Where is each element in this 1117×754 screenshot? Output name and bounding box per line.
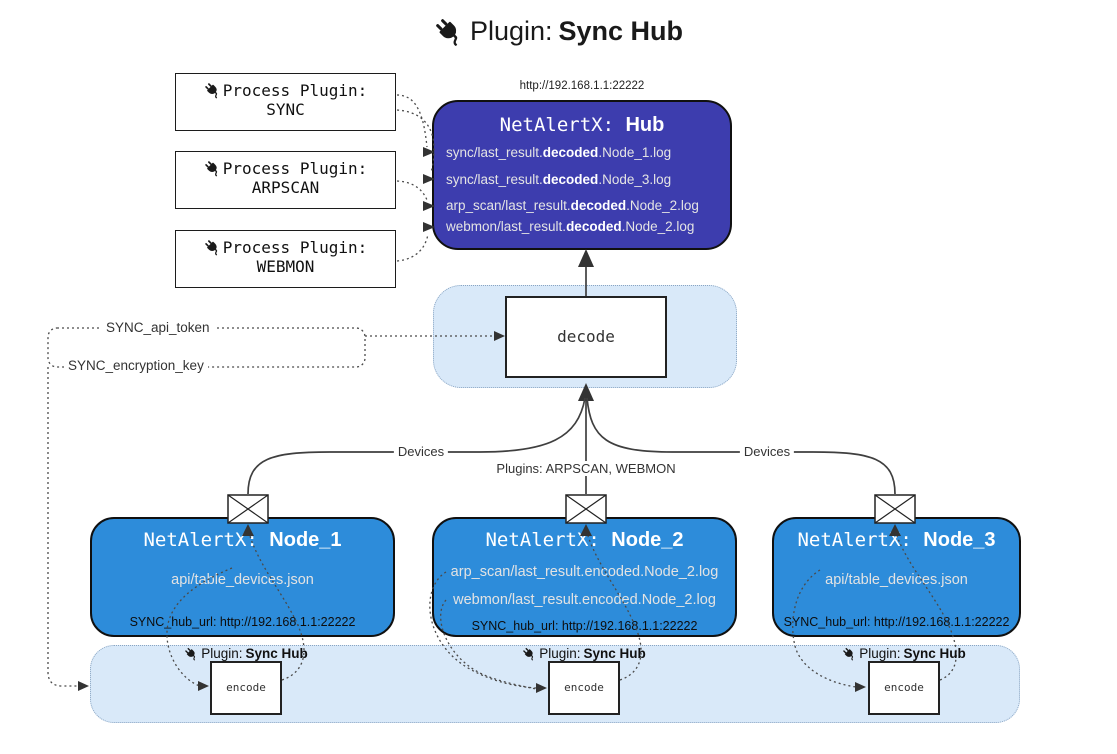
node-hub-url: SYNC_hub_url: http://192.168.1.1:22222: [129, 615, 356, 629]
node-file: webmon/last_result.encoded.Node_2.log: [453, 592, 716, 608]
hub-title-prefix: NetAlertX:: [499, 114, 626, 136]
devices-left-label: Devices: [393, 444, 449, 459]
title-prefix: Plugin:: [469, 16, 553, 46]
node-title: NetAlertX: Node_3: [797, 529, 996, 551]
sync-api-token-label: SYNC_api_token: [102, 320, 214, 335]
page-title: Plugin: Sync Hub: [0, 16, 1117, 47]
process-plugin-box-arpscan: Process Plugin: ARPSCAN: [175, 151, 396, 209]
node-file: api/table_devices.json: [171, 572, 314, 588]
hub-url-label: http://192.168.1.1:22222: [519, 80, 645, 92]
plugin-to-hub-connectors: [396, 94, 435, 262]
hub-title-name: Hub: [625, 114, 665, 136]
node-3-box: NetAlertX: Node_3 api/table_devices.json…: [772, 517, 1021, 637]
devices-right-label: Devices: [739, 444, 795, 459]
hub-box: NetAlertX: Hub sync/last_result.decoded.…: [432, 100, 732, 250]
decode-box: decode: [505, 296, 667, 378]
encode-box-3: encode: [868, 661, 940, 715]
process-plugin-label: Process Plugin:: [222, 159, 368, 178]
encode-box-1: encode: [210, 661, 282, 715]
node-1-box: NetAlertX: Node_1 api/table_devices.json…: [90, 517, 395, 637]
encoder-label-2: Plugin: Sync Hub: [522, 646, 646, 661]
node-hub-url: SYNC_hub_url: http://192.168.1.1:22222: [783, 615, 1010, 629]
hub-log-line: arp_scan/last_result.decoded.Node_2.log: [446, 198, 699, 213]
encoder-label-1: Plugin: Sync Hub: [184, 646, 308, 661]
node-file: arp_scan/last_result.encoded.Node_2.log: [450, 564, 719, 580]
sync-encryption-key-label: SYNC_encryption_key: [64, 358, 208, 373]
node-title: NetAlertX: Node_2: [485, 529, 684, 551]
plugins-center-label: Plugins: ARPSCAN, WEBMON: [492, 461, 680, 476]
plug-icon: [204, 82, 221, 99]
arrow-nodes-to-decode: [247, 383, 896, 495]
title-name: Sync Hub: [558, 16, 684, 46]
node-title: NetAlertX: Node_1: [143, 529, 342, 551]
plug-icon: [184, 647, 198, 661]
encode-box-2: encode: [548, 661, 620, 715]
hub-title: NetAlertX: Hub: [434, 114, 730, 137]
hub-log-line: webmon/last_result.decoded.Node_2.log: [446, 219, 695, 234]
plug-icon: [204, 160, 221, 177]
process-plugin-box-webmon: Process Plugin: WEBMON: [175, 230, 396, 288]
process-plugin-name: SYNC: [266, 100, 305, 119]
process-plugin-label: Process Plugin:: [222, 238, 368, 257]
process-plugin-box-sync: Process Plugin: SYNC: [175, 73, 396, 131]
hub-log-line: sync/last_result.decoded.Node_1.log: [446, 145, 672, 160]
node-hub-url: SYNC_hub_url: http://192.168.1.1:22222: [471, 619, 698, 633]
process-plugin-label: Process Plugin:: [222, 81, 368, 100]
plug-icon: [204, 239, 221, 256]
plug-icon: [434, 17, 464, 47]
process-plugin-name: ARPSCAN: [251, 178, 320, 197]
process-plugin-name: WEBMON: [256, 257, 315, 276]
plug-icon: [522, 647, 536, 661]
node-file: api/table_devices.json: [825, 572, 968, 588]
encoder-label-3: Plugin: Sync Hub: [842, 646, 966, 661]
node-2-box: NetAlertX: Node_2 arp_scan/last_result.e…: [432, 517, 737, 637]
hub-log-line: sync/last_result.decoded.Node_3.log: [446, 172, 672, 187]
plug-icon: [842, 647, 856, 661]
